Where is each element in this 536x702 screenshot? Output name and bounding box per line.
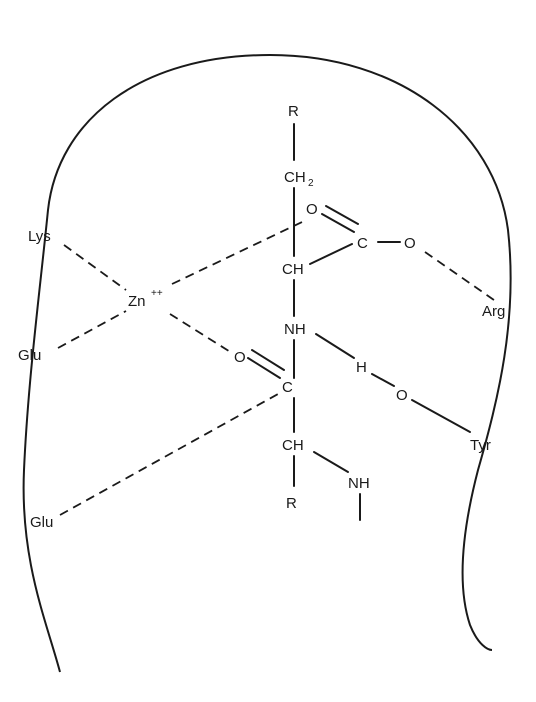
atom-c-carboxyl: C — [357, 235, 368, 252]
atom-ch-alpha: CH — [282, 261, 304, 278]
atom-r-top: R — [288, 103, 299, 120]
atom-h: H — [356, 359, 367, 376]
atom-o-upper-carbonyl: O — [306, 201, 318, 218]
atom-nh: NH — [284, 321, 306, 338]
carboxyl-o-arg-interaction — [424, 251, 495, 301]
atom-r-bottom: R — [286, 495, 297, 512]
atom-o-tyr: O — [396, 387, 408, 404]
residue-tyr-label: Tyr — [470, 437, 491, 454]
residue-glu-lower-label: Glu — [30, 514, 53, 531]
residue-arg-label: Arg — [482, 303, 505, 320]
zn-carbonyl-o-lower-interaction — [169, 313, 233, 354]
glu-peptide-c-interaction — [59, 393, 279, 516]
bond-ch-carboxyl-c — [309, 243, 353, 265]
bond-nh-h — [315, 333, 355, 359]
atom-c-peptide: C — [282, 379, 293, 396]
atom-ch-lower: CH — [282, 437, 304, 454]
residue-glu-upper-label: Glu — [18, 347, 41, 364]
double-bond-c-o-2 — [325, 205, 359, 225]
zinc-ion-label: Zn — [128, 293, 146, 310]
zn-carbonyl-o-upper-interaction — [171, 221, 303, 285]
bond-h-o — [371, 373, 395, 387]
atom-nh-lower: NH — [348, 475, 370, 492]
atom-ch2: CH — [284, 169, 306, 186]
double-bond-o-c-1 — [247, 357, 281, 379]
residue-lys-label: Lys — [28, 228, 51, 245]
atom-o-carboxyl: O — [404, 235, 416, 252]
double-bond-c-o-1 — [321, 213, 355, 233]
atom-o-lower-carbonyl: O — [234, 349, 246, 366]
atom-ch2-subscript: 2 — [308, 178, 314, 189]
zinc-charge-label: ++ — [151, 288, 163, 299]
lys-zn-interaction — [63, 244, 127, 291]
glu-zn-interaction — [57, 310, 127, 349]
double-bond-o-c-2 — [251, 349, 285, 371]
bond-ch-nh-lower — [313, 451, 349, 473]
enzyme-outline — [22, 53, 512, 673]
bond-o-tyr — [411, 399, 471, 433]
